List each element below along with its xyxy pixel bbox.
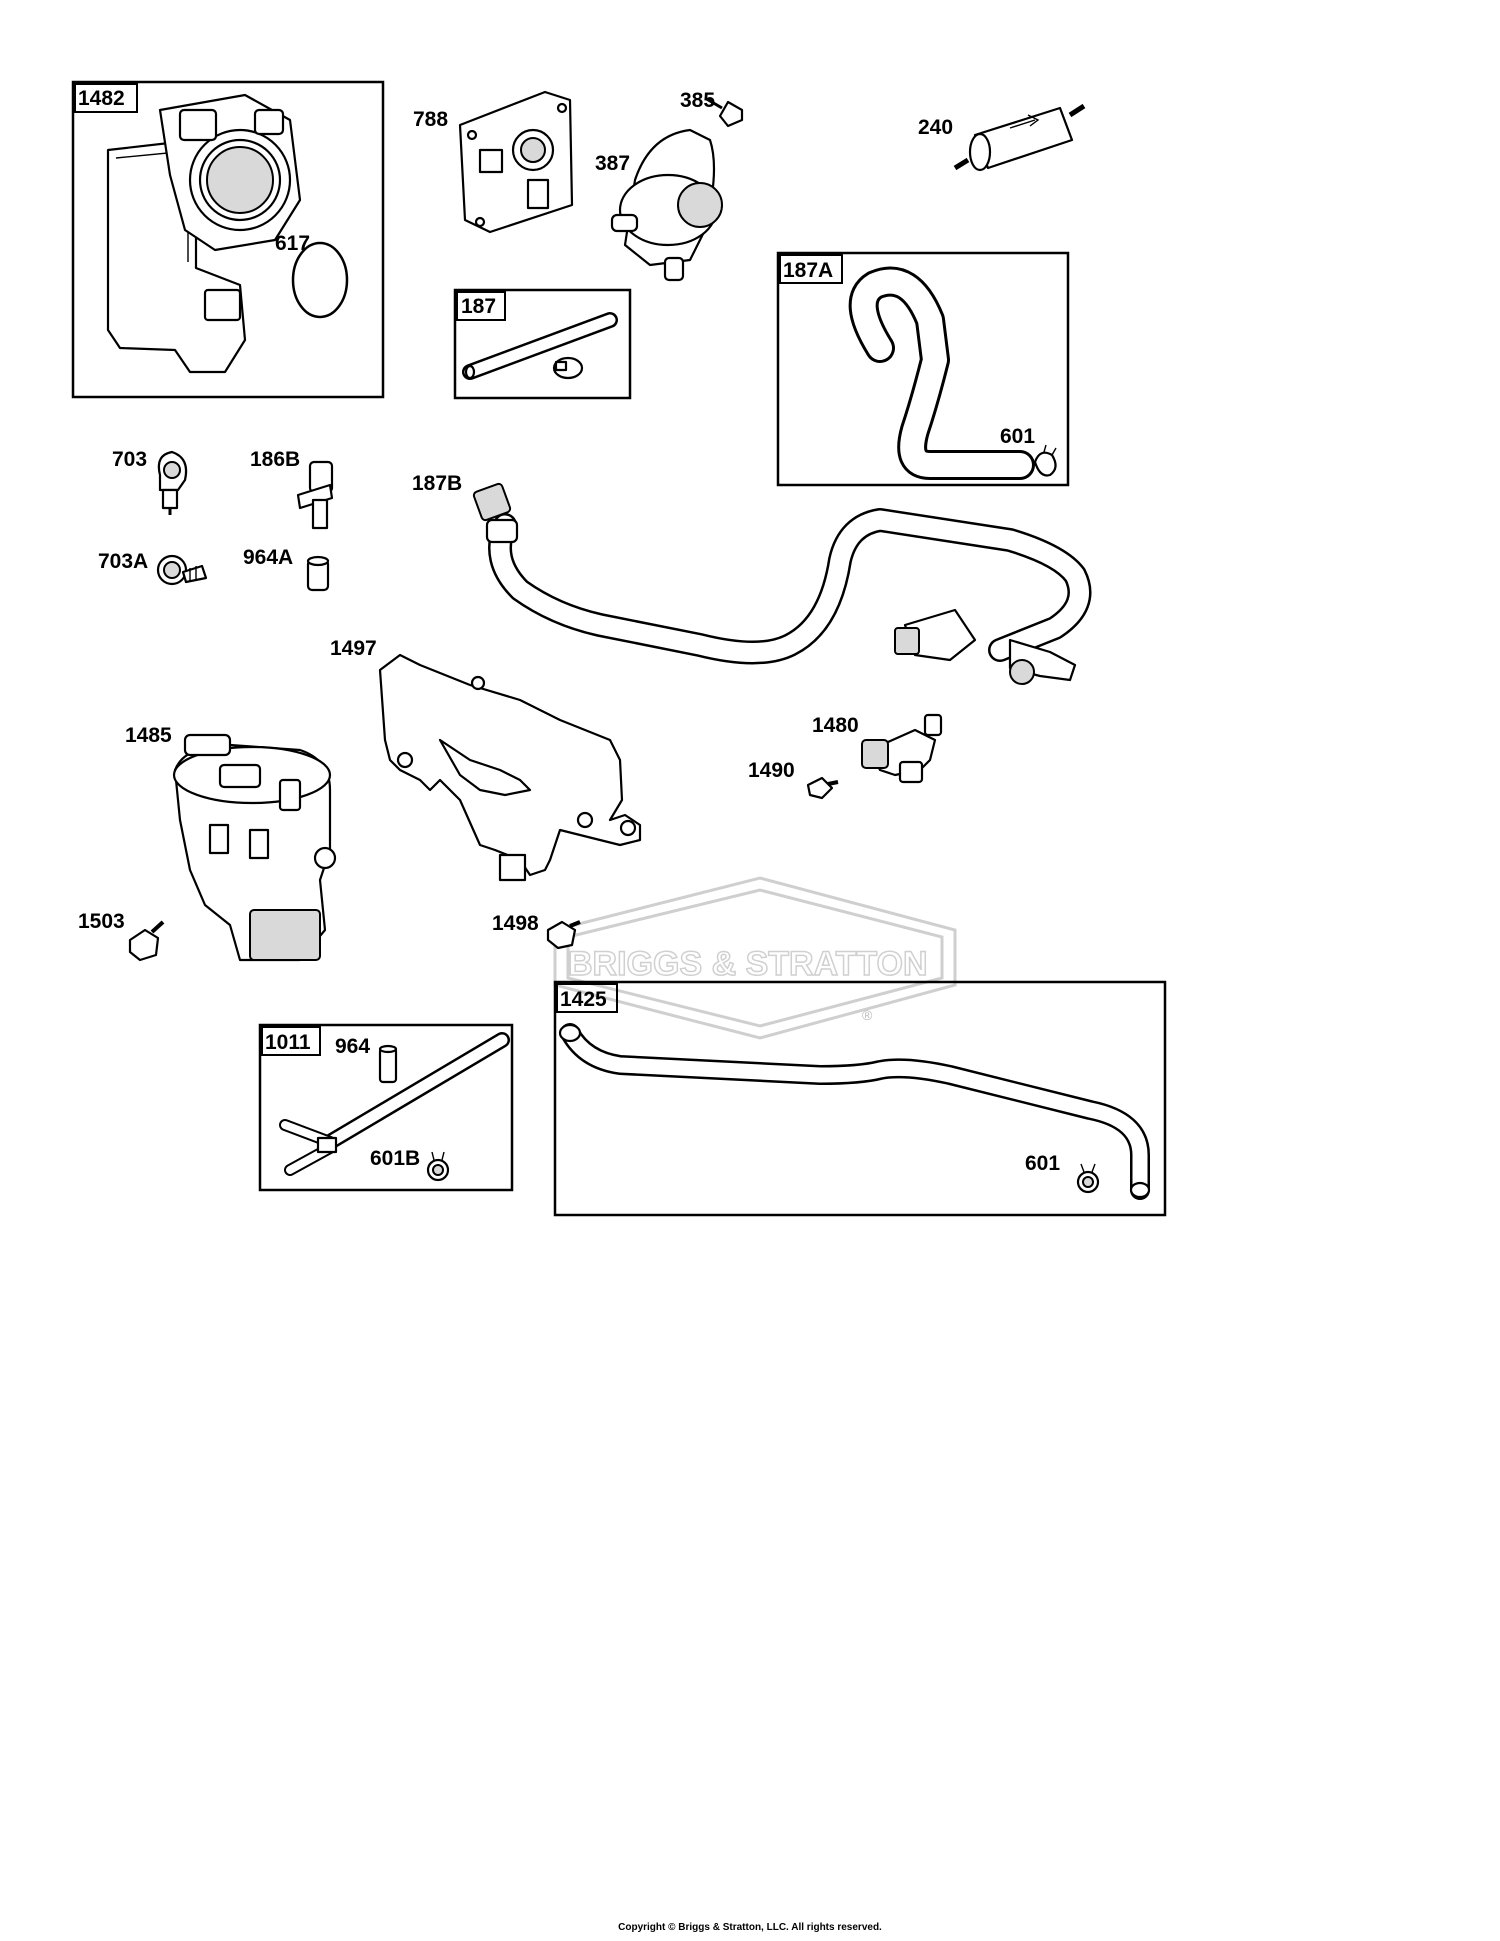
part-964a[interactable]: 964A: [243, 546, 330, 592]
part-label-601-187a: 601: [1000, 425, 1035, 448]
clamp-601-187a[interactable]: [1033, 444, 1057, 477]
part-240[interactable]: 240: [918, 103, 1086, 172]
part-1498[interactable]: 1498: [492, 912, 581, 950]
part-703[interactable]: 703: [112, 448, 188, 515]
part-label-387: 387: [595, 152, 630, 175]
part-label-601b: 601B: [370, 1147, 420, 1170]
box-label-1482: 1482: [78, 87, 125, 110]
part-label-703: 703: [112, 448, 147, 471]
part-label-788: 788: [413, 108, 448, 131]
part-186b[interactable]: 186B: [250, 448, 334, 530]
part-788[interactable]: 788: [413, 90, 574, 234]
part-387[interactable]: 387: [595, 128, 723, 282]
group-1482[interactable]: 1482 617: [71, 80, 385, 399]
part-label-964a: 964A: [243, 546, 293, 569]
hose-1425[interactable]: [558, 1023, 1151, 1200]
clamp-187[interactable]: [552, 356, 584, 380]
throttle-body-part[interactable]: [106, 93, 302, 374]
part-label-1480: 1480: [812, 714, 859, 737]
briggs-stratton-watermark: BRIGGS & STRATTON ®: [553, 876, 957, 1040]
part-label-1503: 1503: [78, 910, 125, 933]
part-label-1498: 1498: [492, 912, 539, 935]
part-label-601-1425: 601: [1025, 1152, 1060, 1175]
part-label-187b: 187B: [412, 472, 462, 495]
watermark-text: BRIGGS & STRATTON: [568, 945, 928, 983]
box-label-1011: 1011: [265, 1031, 311, 1054]
group-187a[interactable]: 187A 601: [776, 251, 1070, 487]
part-1503[interactable]: 1503: [78, 910, 165, 962]
box-label-1425: 1425: [560, 988, 607, 1011]
part-1490[interactable]: 1490: [748, 759, 839, 800]
hose-187[interactable]: [462, 312, 618, 380]
part-label-385: 385: [680, 89, 715, 112]
part-label-964: 964: [335, 1035, 370, 1058]
part-label-240: 240: [918, 116, 953, 139]
part-label-186b: 186B: [250, 448, 300, 471]
part-label-703a: 703A: [98, 550, 148, 573]
group-187[interactable]: 187: [453, 288, 632, 400]
part-1485[interactable]: 1485: [125, 724, 337, 962]
part-label-1490: 1490: [748, 759, 795, 782]
part-1480[interactable]: 1480: [812, 713, 943, 784]
clamp-601b[interactable]: [426, 1151, 450, 1182]
sleeve-964[interactable]: [378, 1044, 398, 1084]
part-703a[interactable]: 703A: [98, 550, 208, 586]
part-1497[interactable]: 1497: [330, 637, 642, 882]
group-1425[interactable]: 1425 601: [553, 980, 1167, 1217]
box-label-187a: 187A: [783, 259, 833, 282]
part-label-617: 617: [275, 232, 310, 255]
hose-187a[interactable]: [848, 266, 1035, 480]
part-label-1497: 1497: [330, 637, 377, 660]
group-1011[interactable]: 1011 964 601B: [258, 1023, 514, 1192]
clamp-601-1425[interactable]: [1076, 1163, 1100, 1194]
box-label-187: 187: [461, 295, 496, 318]
hose-187b[interactable]: 187B: [412, 472, 1092, 685]
tee-fitting-1011[interactable]: [279, 1032, 510, 1176]
part-385[interactable]: 385: [680, 89, 744, 128]
watermark-registered-mark: ®: [862, 1007, 873, 1023]
copyright-notice: Copyright © Briggs & Stratton, LLC. All …: [618, 1922, 882, 1933]
connector-187b-end[interactable]: [894, 608, 1077, 685]
part-label-1485: 1485: [125, 724, 172, 747]
o-ring-617[interactable]: [291, 241, 349, 319]
